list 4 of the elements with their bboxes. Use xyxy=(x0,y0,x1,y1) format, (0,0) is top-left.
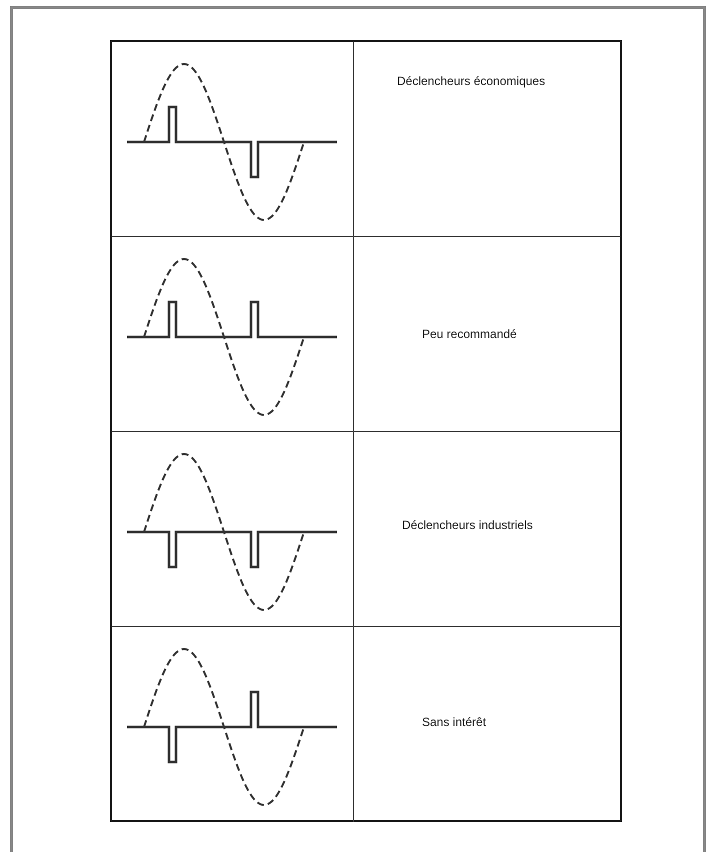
row-label: Déclencheurs économiques xyxy=(397,74,546,88)
row-label: Déclencheurs industriels xyxy=(402,518,533,532)
row-label: Peu recommandé xyxy=(422,327,517,341)
row-label: Sans intérêt xyxy=(422,715,486,729)
